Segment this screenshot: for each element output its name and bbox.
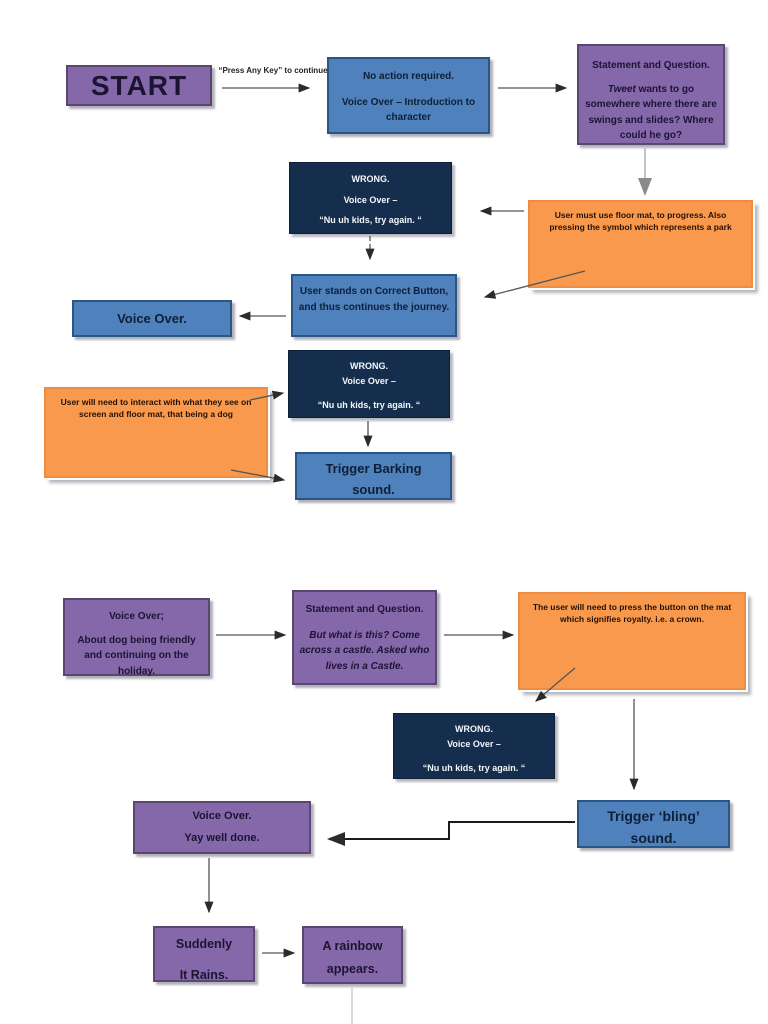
statement-question-2-node: Statement and Question. But what is this…	[292, 590, 437, 685]
voice-over-node: Voice Over.	[72, 300, 232, 337]
wrong-node-1: WRONG. Voice Over – “Nu uh kids, try aga…	[289, 162, 452, 234]
voice-over-yay-line2: Yay well done.	[184, 832, 260, 844]
statement-question-1-body: Tweet wants to go somewhere where there …	[584, 82, 718, 144]
wrong-line2: Voice Over –	[343, 194, 398, 205]
wrong-line2: Voice Over –	[342, 375, 396, 386]
crown-note: The user will need to press the button o…	[518, 592, 746, 690]
trigger-bling-line1: Trigger ‘bling’	[607, 808, 700, 824]
floor-mat-note-text: User must use floor mat, to progress. Al…	[549, 210, 732, 233]
user-stands-text: User stands on Correct Button, and thus …	[298, 286, 450, 313]
arrow-bling-to-yay	[327, 821, 575, 846]
voice-over-yay-node: Voice Over. Yay well done.	[133, 801, 311, 854]
wrong-line1: WRONG.	[351, 174, 390, 184]
trigger-bling-line2: sound.	[630, 829, 677, 846]
floor-mat-note: User must use floor mat, to progress. Al…	[528, 200, 753, 288]
trigger-barking-line2: sound.	[352, 481, 395, 497]
start-label: START	[90, 70, 188, 101]
dog-note: User will need to interact with what the…	[44, 387, 268, 478]
wrong-node-2: WRONG. Voice Over – “Nu uh kids, try aga…	[288, 350, 450, 418]
voice-over-dog-title: Voice Over;	[109, 611, 164, 622]
statement-question-1-title: Statement and Question.	[592, 60, 710, 71]
wrong-line3: “Nu uh kids, try again. “	[319, 215, 422, 226]
rainbow-node: A rainbow appears.	[302, 926, 403, 984]
wrong-node-3: WRONG. Voice Over – “Nu uh kids, try aga…	[393, 713, 555, 779]
wrong-line1: WRONG.	[455, 724, 493, 734]
no-action-node: No action required. Voice Over – Introdu…	[327, 57, 490, 134]
wrong-line3: “Nu uh kids, try again. “	[317, 400, 421, 411]
suddenly-rains-line2: It Rains.	[179, 967, 229, 982]
dog-note-text: User will need to interact with what the…	[60, 397, 252, 420]
statement-question-1-node: Statement and Question. Tweet wants to g…	[577, 44, 725, 145]
voice-over-dog-node: Voice Over; About dog being friendly and…	[63, 598, 210, 677]
rainbow-line2: appears.	[326, 961, 379, 976]
statement-question-1-italic: Tweet	[607, 83, 636, 95]
suddenly-rains-line1: Suddenly	[175, 937, 233, 951]
wrong-line2: Voice Over –	[447, 738, 501, 749]
start-node: START	[66, 65, 212, 106]
statement-question-2-title: Statement and Question.	[305, 604, 424, 615]
rainbow-line1: A rainbow	[322, 939, 383, 953]
voice-over-text: Voice Over.	[117, 311, 187, 326]
voice-over-dog-body: About dog being friendly and continuing …	[77, 634, 196, 677]
voice-over-yay-line1: Voice Over.	[192, 810, 252, 822]
suddenly-rains-node: Suddenly It Rains.	[153, 926, 255, 982]
statement-question-1-rest: wants to go somewhere where there are sw…	[585, 83, 717, 142]
wrong-line1: WRONG.	[350, 361, 388, 371]
statement-question-2-body: But what is this? Come across a castle. …	[299, 629, 430, 672]
user-stands-node: User stands on Correct Button, and thus …	[291, 274, 457, 337]
trigger-barking-node: Trigger Barking sound.	[295, 452, 452, 500]
no-action-line2: Voice Over – Introduction to character	[341, 96, 476, 124]
no-action-line1: No action required.	[362, 71, 455, 82]
trigger-bling-node: Trigger ‘bling’ sound.	[577, 800, 730, 848]
trigger-barking-line1: Trigger Barking	[325, 461, 422, 476]
press-any-key-label: “Press Any Key” to continue	[218, 66, 328, 75]
wrong-line3: “Nu uh kids, try again. “	[422, 763, 526, 774]
crown-note-text: The user will need to press the button o…	[532, 602, 732, 625]
